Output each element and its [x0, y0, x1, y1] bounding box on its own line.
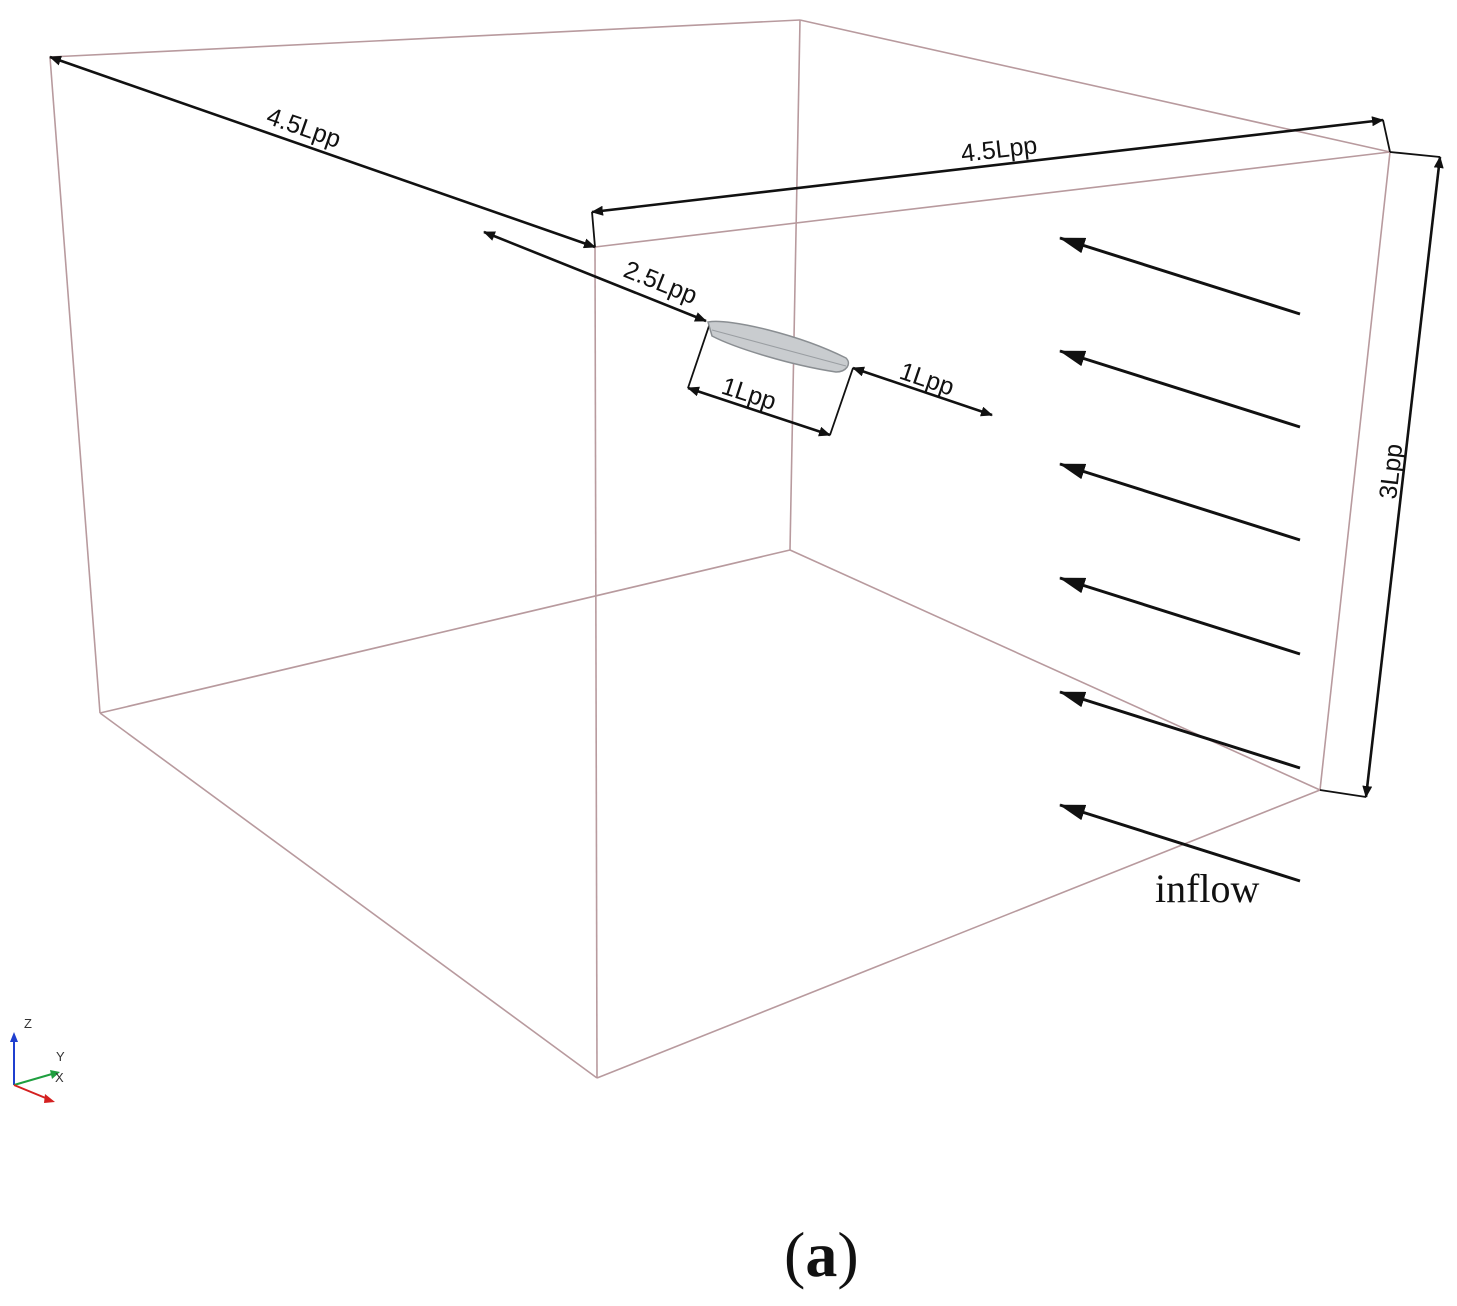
dimension-height-label: 3Lpp — [1374, 442, 1408, 500]
inflow-arrow — [1059, 462, 1301, 542]
inflow-label: inflow — [1155, 866, 1260, 911]
dimension-downstream-line — [852, 366, 993, 417]
box-edge-front-vertical — [594, 246, 598, 1079]
box-edge-left-vertical — [49, 56, 101, 714]
dimension-ship-length-line — [687, 386, 831, 437]
axis-z-label: Z — [24, 1016, 32, 1031]
box-edge-back-top — [49, 19, 801, 58]
domain-box — [49, 19, 1391, 1079]
dimension-top-right-ext-left — [591, 211, 596, 248]
dimension-top-left-length: 4.5Lpp — [49, 55, 596, 249]
dimension-downstream-label: 1Lpp — [896, 357, 958, 401]
axis-triad: Z Y X — [10, 1016, 65, 1103]
dimension-height-ext-top — [1389, 151, 1441, 158]
inflow-arrow — [1059, 236, 1301, 316]
dimension-upstream-line — [483, 230, 707, 323]
inflow-arrow — [1059, 576, 1301, 656]
axis-y-label: Y — [56, 1049, 65, 1064]
dimension-top-right-line — [591, 116, 1384, 216]
axis-y-line — [13, 1073, 53, 1086]
dimension-top-right-width: 4.5Lpp — [591, 116, 1391, 248]
axis-x-label: X — [55, 1070, 64, 1085]
box-edge-back-right-top — [799, 19, 1391, 153]
box-edge-front-bottom-left — [99, 712, 598, 1079]
dimension-top-right-ext-right — [1382, 119, 1391, 153]
box-edge-front-bottom-right — [596, 789, 1321, 1079]
figure-caption: (a) — [784, 1219, 859, 1290]
dimension-height-ext-bottom — [1319, 789, 1367, 798]
dimension-downstream: 1Lpp — [852, 357, 993, 417]
caption-open-paren: ( — [784, 1219, 805, 1290]
dimension-height: 3Lpp — [1319, 151, 1444, 798]
inflow-arrows: inflow — [1059, 236, 1301, 911]
axis-z-arrowhead — [10, 1032, 18, 1042]
ship-hull-keel-line — [711, 329, 847, 367]
box-edge-back-bottom-right — [789, 549, 1321, 791]
caption-letter: a — [805, 1219, 837, 1290]
dimension-height-line — [1362, 156, 1444, 798]
inflow-arrow — [1059, 803, 1301, 883]
axis-x-arrowhead — [44, 1094, 55, 1103]
ship-hull-group: 1Lpp — [687, 320, 854, 437]
dimension-top-left-line — [49, 55, 596, 249]
inflow-arrow — [1059, 690, 1301, 770]
caption-close-paren: ) — [837, 1219, 858, 1290]
ship-hull — [707, 320, 850, 373]
axis-x-line — [13, 1084, 49, 1100]
hull-ext-right — [829, 367, 854, 436]
box-edge-back-bottom-left — [99, 549, 791, 714]
hull-ext-left — [687, 322, 711, 389]
box-edge-back-vertical — [789, 19, 801, 551]
axis-y-arrowhead — [50, 1070, 60, 1079]
inflow-arrow — [1059, 349, 1301, 429]
